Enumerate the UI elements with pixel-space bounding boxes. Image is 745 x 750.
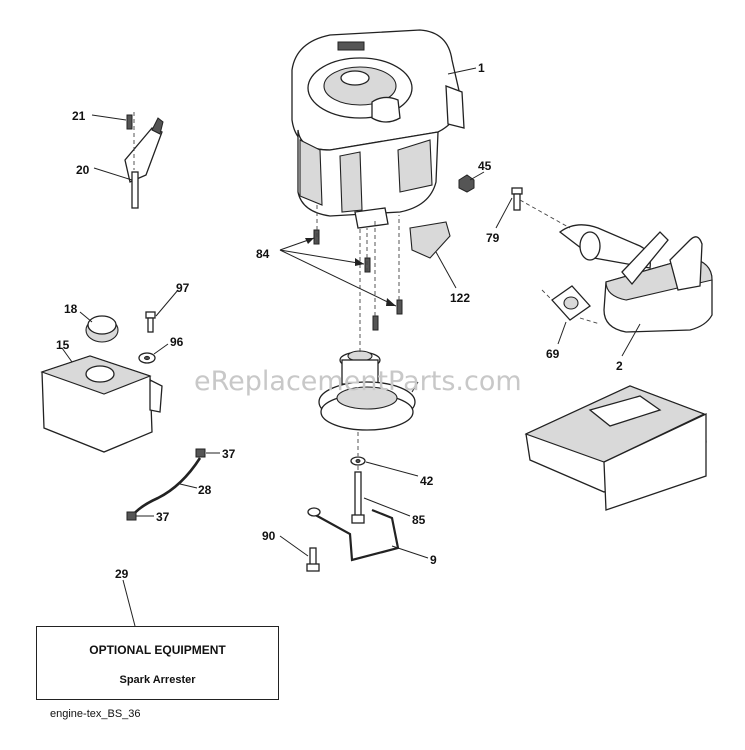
belt-guide-part[interactable] bbox=[307, 507, 400, 562]
callout-1: 1 bbox=[478, 61, 485, 75]
callout-85: 85 bbox=[412, 513, 426, 527]
throttle-control-part[interactable] bbox=[124, 114, 164, 209]
callout-18: 18 bbox=[64, 302, 78, 316]
callout-labels: 1 45 79 84 122 21 20 97 18 15 96 69 2 42… bbox=[56, 61, 623, 581]
crankshaft-bolt-part[interactable] bbox=[351, 471, 365, 524]
engine-pulley-part[interactable] bbox=[318, 350, 416, 431]
callout-79: 79 bbox=[486, 231, 500, 245]
tank-screw-part[interactable] bbox=[145, 311, 156, 333]
engine-bolts-part[interactable] bbox=[313, 229, 403, 331]
engine-mount-plate-part[interactable] bbox=[524, 385, 707, 511]
assembly-lines bbox=[133, 112, 601, 472]
spark-arrester-label: Spark Arrester bbox=[119, 674, 196, 686]
washer-part[interactable] bbox=[350, 456, 366, 466]
leader-lines bbox=[61, 67, 641, 627]
fuel-line-clamp-top-part[interactable] bbox=[195, 448, 206, 458]
fuel-cap-part[interactable] bbox=[85, 315, 119, 343]
callout-122: 122 bbox=[450, 291, 470, 305]
muffler-bolt-part[interactable] bbox=[511, 187, 523, 211]
callout-42: 42 bbox=[420, 474, 434, 488]
bolt-90-part[interactable] bbox=[306, 547, 320, 572]
callout-15: 15 bbox=[56, 338, 70, 352]
muffler-gasket-part[interactable] bbox=[551, 285, 591, 321]
nut-part[interactable] bbox=[458, 174, 475, 193]
diagram-caption: engine-tex_BS_36 bbox=[50, 708, 141, 720]
callout-69: 69 bbox=[546, 347, 560, 361]
callout-90: 90 bbox=[262, 529, 276, 543]
callout-37-top: 37 bbox=[222, 447, 236, 461]
fuel-line-clamp-bottom-part[interactable] bbox=[126, 511, 137, 521]
heat-shield-part[interactable] bbox=[409, 221, 451, 259]
callout-29: 29 bbox=[115, 567, 129, 581]
callout-2: 2 bbox=[616, 359, 623, 373]
callout-45: 45 bbox=[478, 159, 492, 173]
fuel-line-part[interactable] bbox=[130, 457, 202, 517]
callout-21: 21 bbox=[72, 109, 86, 123]
optional-equipment-box: OPTIONAL EQUIPMENT Spark Arrester bbox=[36, 626, 279, 700]
callout-20: 20 bbox=[76, 163, 90, 177]
engine-part[interactable] bbox=[291, 29, 465, 229]
tank-washer-part[interactable] bbox=[138, 352, 156, 364]
optional-equipment-title: OPTIONAL EQUIPMENT bbox=[89, 643, 226, 657]
watermark-text: eReplacementParts.com bbox=[194, 366, 522, 397]
leader-arrowheads bbox=[305, 238, 396, 306]
callout-37-bottom: 37 bbox=[156, 510, 170, 524]
callout-28: 28 bbox=[198, 483, 212, 497]
callout-97: 97 bbox=[176, 281, 190, 295]
callout-9: 9 bbox=[430, 553, 437, 567]
fuel-tank-part[interactable] bbox=[40, 355, 163, 453]
muffler-part[interactable] bbox=[558, 224, 713, 333]
callout-84: 84 bbox=[256, 247, 270, 261]
callout-96: 96 bbox=[170, 335, 184, 349]
